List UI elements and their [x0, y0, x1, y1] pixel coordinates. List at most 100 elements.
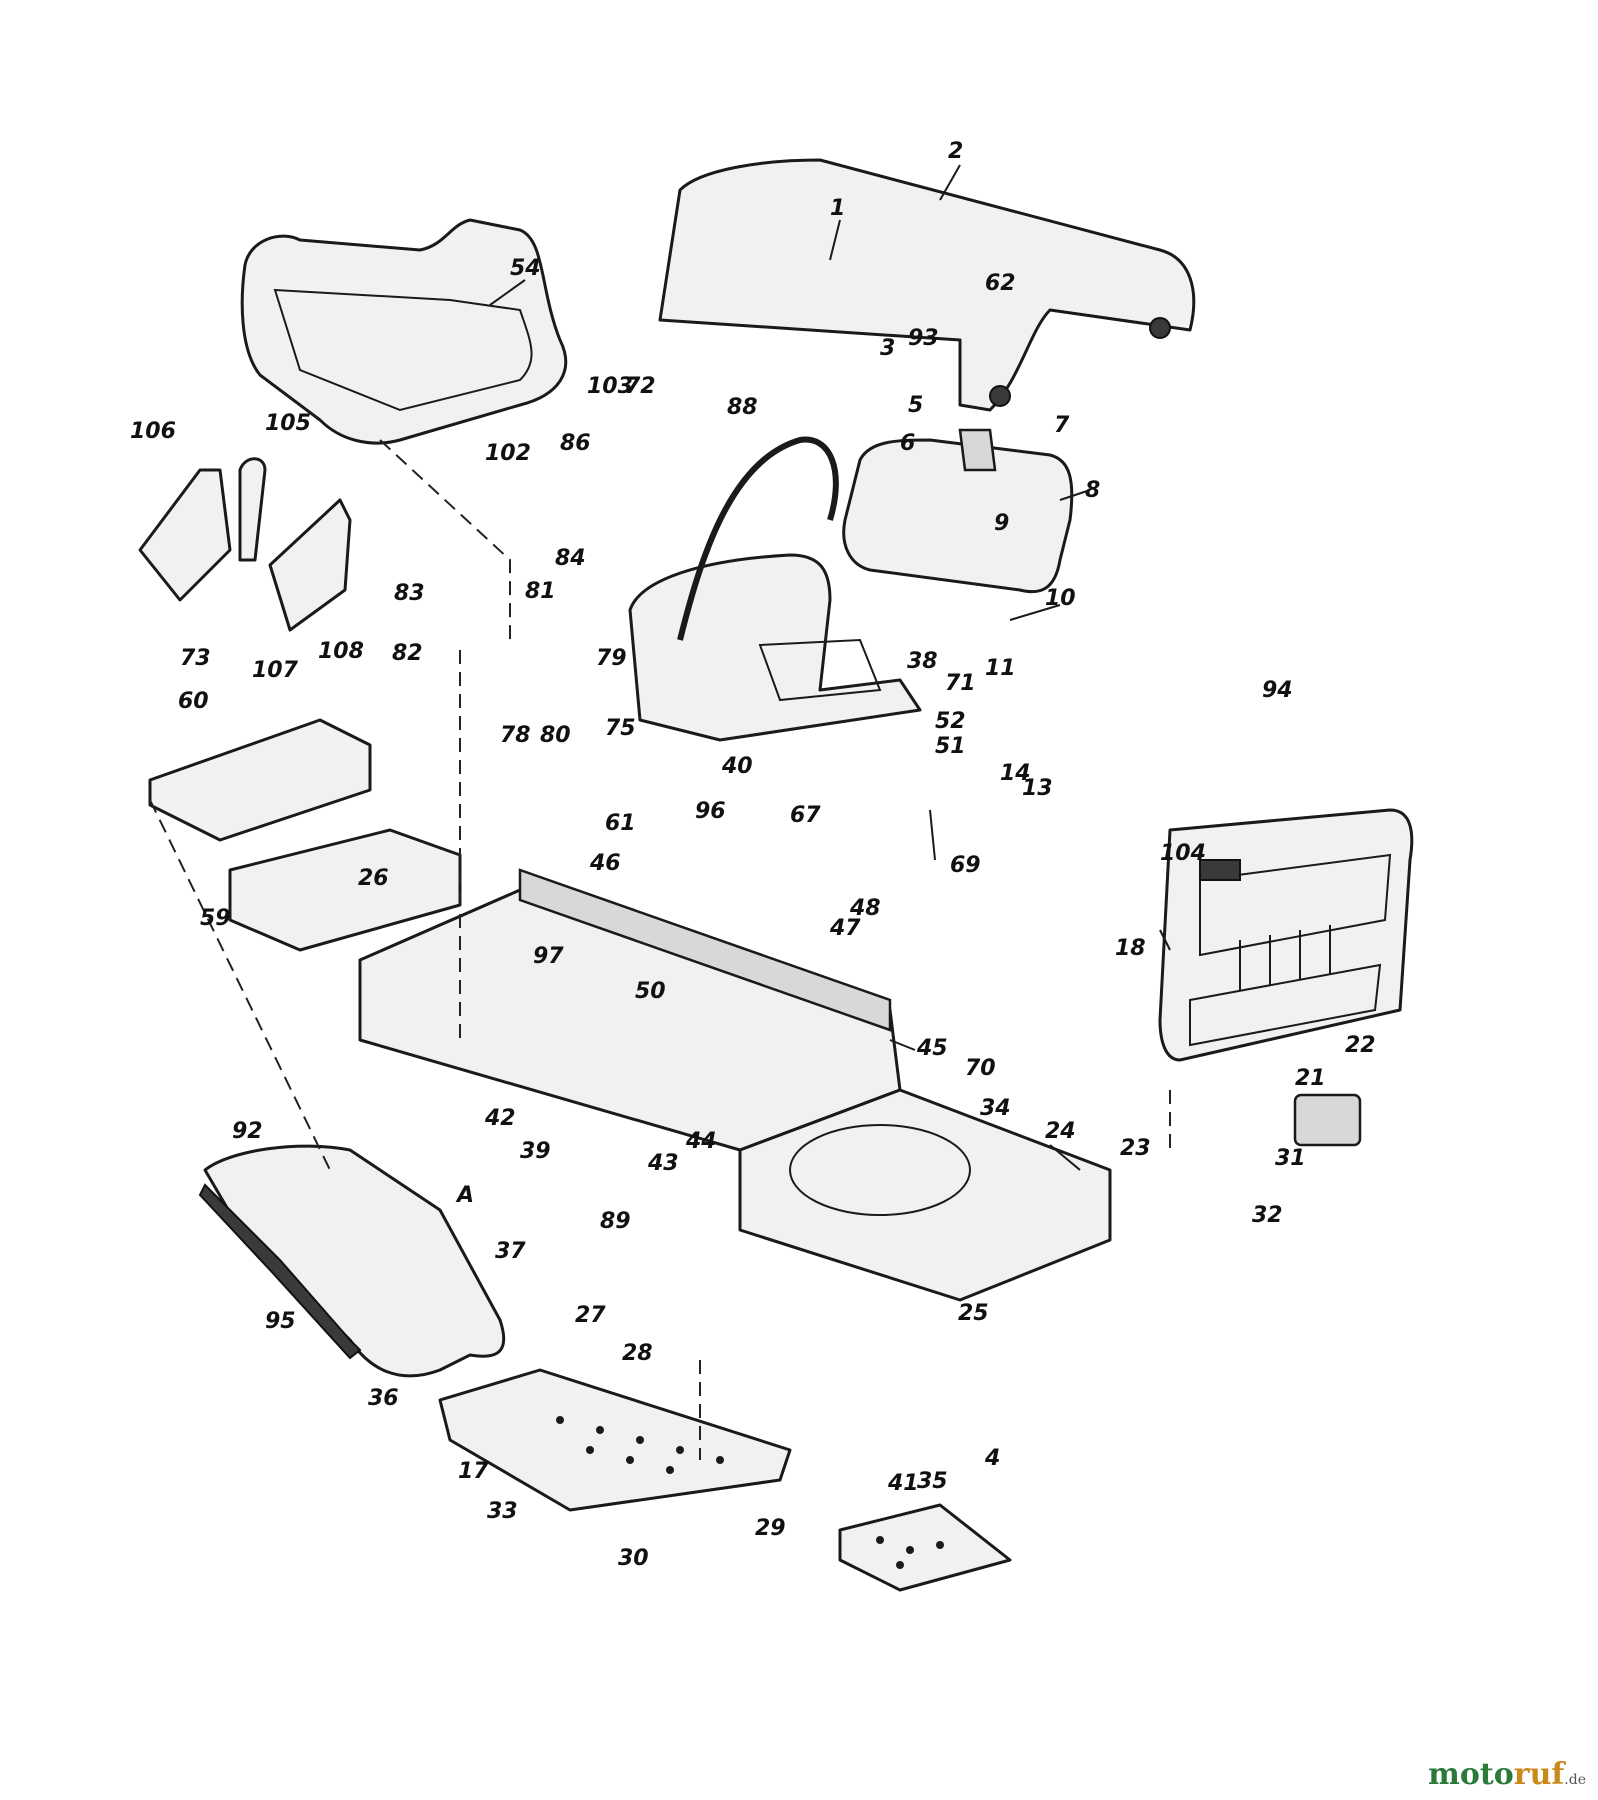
callout-39: 39: [520, 1139, 551, 1164]
callout-35: 35: [917, 1469, 948, 1494]
callout-45: 45: [916, 1036, 948, 1061]
callout-2: 2: [948, 139, 963, 164]
seat-part: [240, 218, 568, 445]
callout-3: 3: [880, 336, 895, 361]
callout-60: 60: [178, 689, 209, 714]
callout-29: 29: [755, 1516, 786, 1541]
callout-36: 36: [368, 1386, 399, 1411]
callout-82: 82: [392, 641, 423, 666]
callout-97: 97: [533, 944, 564, 969]
callout-50: 50: [635, 979, 666, 1004]
callout-42: 42: [484, 1106, 516, 1131]
dash-panel-part: [628, 553, 922, 742]
callout-69: 69: [950, 853, 981, 878]
vent-part: [1293, 1093, 1362, 1147]
watermark-brand-a: moto: [1428, 1757, 1514, 1792]
callout-1: 1: [830, 196, 845, 221]
callout-6: 6: [900, 431, 915, 456]
callout-11: 11: [985, 656, 1016, 681]
motoruf-watermark: motoruf.de: [1428, 1757, 1586, 1792]
callout-54: 54: [510, 256, 541, 281]
callout-37: 37: [495, 1239, 526, 1264]
callout-78: 78: [500, 723, 531, 748]
grille-part: [1158, 808, 1414, 1062]
callout-105: 105: [265, 411, 311, 436]
watermark-suffix: .de: [1564, 1772, 1586, 1788]
callout-21: 21: [1295, 1066, 1326, 1091]
callout-24: 24: [1045, 1119, 1076, 1144]
foot-plate-part: [438, 1368, 792, 1512]
callout-88: 88: [727, 395, 758, 420]
callout-25: 25: [958, 1301, 989, 1326]
callout-84: 84: [555, 546, 586, 571]
callout-83: 83: [394, 581, 425, 606]
callout-30: 30: [618, 1546, 649, 1571]
callout-41: 41: [887, 1471, 919, 1496]
callout-52: 52: [935, 709, 966, 734]
lever-bracket-part: [138, 457, 352, 632]
callout-A: A: [455, 1183, 474, 1208]
callout-72: 72: [625, 374, 656, 399]
callout-44: 44: [685, 1129, 717, 1154]
callout-9: 9: [994, 511, 1009, 536]
callout-61: 61: [605, 811, 636, 836]
fuel-tank-part: [842, 428, 1074, 594]
callout-106: 106: [130, 419, 176, 444]
callout-81: 81: [525, 579, 556, 604]
callout-95: 95: [265, 1309, 296, 1334]
callout-47: 47: [829, 916, 861, 941]
hood-part: [658, 158, 1196, 412]
callout-93: 93: [908, 326, 939, 351]
callout-18: 18: [1115, 936, 1146, 961]
callout-103: 103: [587, 374, 633, 399]
small-foot-plate-part: [838, 1503, 1012, 1592]
callout-26: 26: [358, 866, 389, 891]
callout-96: 96: [695, 799, 726, 824]
callout-43: 43: [647, 1151, 679, 1176]
callout-40: 40: [721, 754, 753, 779]
callout-51: 51: [935, 734, 966, 759]
callout-80: 80: [540, 723, 571, 748]
floor-pan-part: [738, 1088, 1112, 1302]
callout-34: 34: [980, 1096, 1011, 1121]
callout-7: 7: [1054, 413, 1070, 438]
callout-79: 79: [596, 646, 627, 671]
callout-8: 8: [1085, 478, 1100, 503]
main-frame-part: [358, 868, 902, 1152]
callout-14: 14: [1000, 761, 1031, 786]
callout-94: 94: [1262, 678, 1293, 703]
callout-108: 108: [318, 639, 364, 664]
callout-59: 59: [200, 906, 231, 931]
callout-28: 28: [622, 1341, 653, 1366]
callout-4: 4: [984, 1446, 1000, 1471]
callout-73: 73: [180, 646, 211, 671]
callout-86: 86: [560, 431, 591, 456]
callout-38: 38: [907, 649, 938, 674]
callout-48: 48: [849, 896, 881, 921]
fender-part: [198, 1144, 506, 1378]
callout-70: 70: [965, 1056, 996, 1081]
watermark-brand-b: ruf: [1513, 1757, 1565, 1792]
callout-22: 22: [1345, 1033, 1376, 1058]
callout-102: 102: [485, 441, 531, 466]
callout-31: 31: [1275, 1146, 1306, 1171]
callout-46: 46: [589, 851, 621, 876]
callout-10: 10: [1045, 586, 1076, 611]
callout-62: 62: [985, 271, 1016, 296]
callout-104: 104: [1160, 841, 1206, 866]
callout-17: 17: [458, 1459, 489, 1484]
callout-32: 32: [1252, 1203, 1283, 1228]
callout-23: 23: [1120, 1136, 1151, 1161]
callout-27: 27: [575, 1303, 606, 1328]
callout-92: 92: [232, 1119, 263, 1144]
callout-75: 75: [605, 716, 636, 741]
callout-67: 67: [790, 803, 821, 828]
callout-71: 71: [945, 671, 976, 696]
callout-5: 5: [908, 393, 923, 418]
callout-89: 89: [600, 1209, 631, 1234]
callout-13: 13: [1022, 776, 1053, 801]
callout-33: 33: [487, 1499, 518, 1524]
callout-107: 107: [252, 658, 299, 683]
battery-tray-part: [148, 718, 462, 952]
